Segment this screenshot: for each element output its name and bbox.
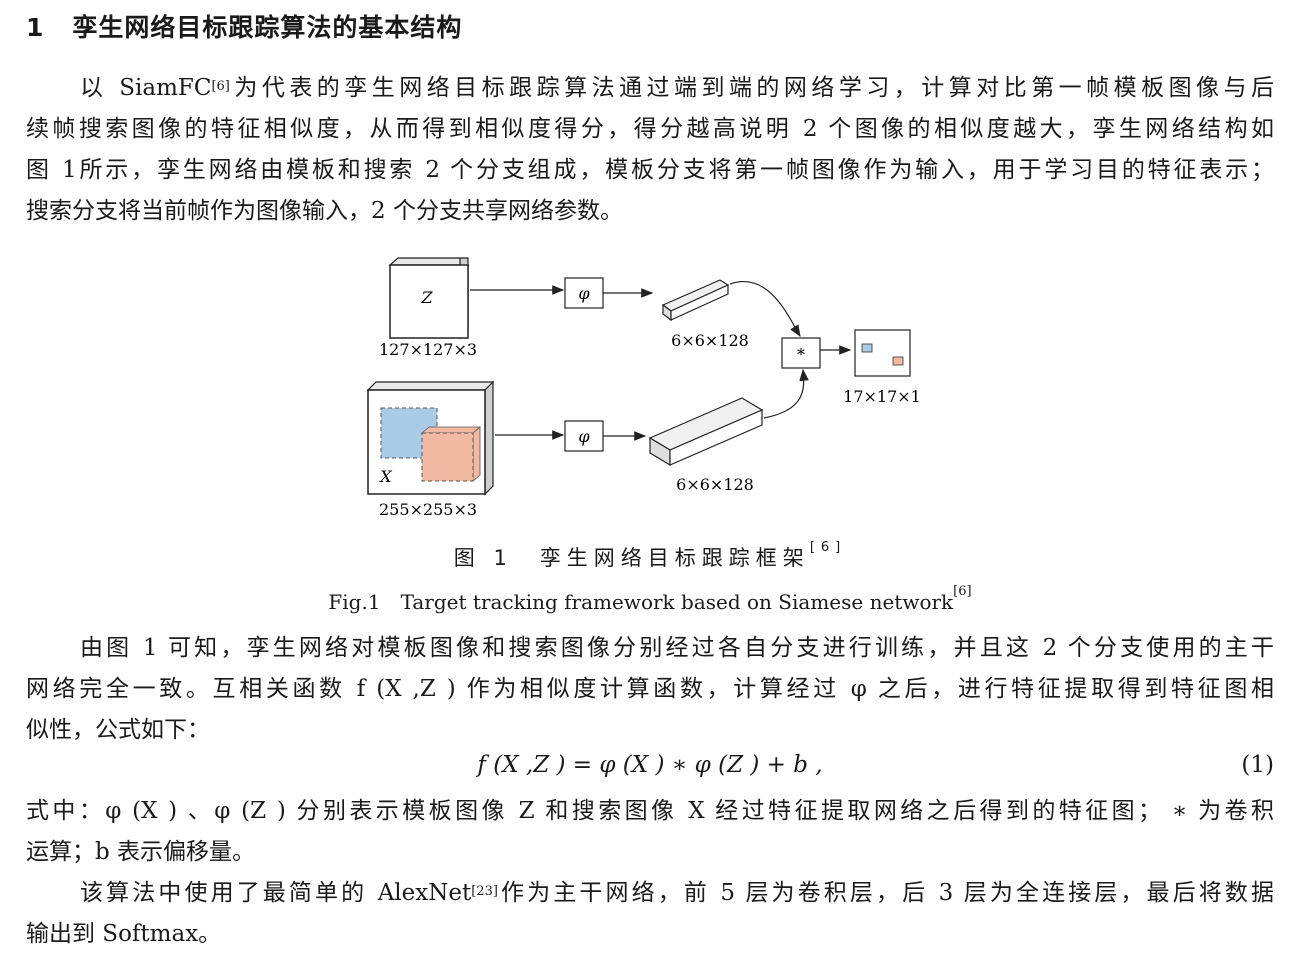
figure-caption-en: Fig.1 Target tracking framework based on… [0, 584, 1300, 615]
figure-caption-cn: 图 1 孪生网络目标跟踪框架[6] [0, 540, 1300, 572]
equation-1: f (X ,Z ) = φ (X ) ∗ φ (Z ) + b , [477, 752, 823, 778]
template-feature-map [661, 279, 730, 322]
template-image-box: Z [388, 257, 470, 340]
phi-box-top [564, 277, 604, 309]
siamese-framework-figure: Z 127×127×3 φ 6×6×128 * 17×17×1 [360, 250, 940, 535]
paragraph-3-line-2: 运算；b 表示偏移量。 [26, 839, 256, 865]
paragraph-1-line-2: 续帧搜索图像的特征相似度，从而得到相似度得分，得分越高说明 2 个图像的相似度越… [26, 116, 1274, 142]
response-blue-cell [861, 343, 873, 353]
text: Fig.1 Target tracking framework based on… [328, 590, 954, 614]
response-map [854, 329, 911, 377]
section-title: 孪生网络目标跟踪算法的基本结构 [72, 13, 463, 42]
op-label: * [797, 345, 805, 364]
paragraph-2-line-2: 网络完全一致。互相关函数 f (X ,Z ) 作为相似度计算函数，计算经过 φ … [26, 676, 1274, 702]
paragraph-1-line-1: 以 SiamFC[6]为代表的孪生网络目标跟踪算法通过端到端的网络学习，计算对比… [26, 68, 1274, 109]
z-size-label: 127×127×3 [379, 340, 477, 359]
response-salmon-cell [892, 356, 904, 366]
arrow [729, 281, 801, 338]
section-heading: 1 孪生网络目标跟踪算法的基本结构 [26, 8, 462, 44]
paragraph-2-line-1: 由图 1 可知，孪生网络对模板图像和搜索图像分别经过各自分支进行训练，并且这 2… [80, 635, 1274, 661]
feat-bottom-size-label: 6×6×128 [676, 475, 754, 494]
text: 为代表的孪生网络目标跟踪算法通过端到端的网络学习，计算对比第一帧模板图像与后 [229, 75, 1274, 101]
cross-correlation-box [781, 337, 821, 369]
x-label: X [378, 467, 392, 486]
arrow [763, 368, 809, 419]
x-size-label: 255×255×3 [379, 500, 477, 519]
citation-link[interactable]: [23] [471, 884, 498, 899]
salmon-region [421, 432, 474, 482]
text: 作为主干网络，前 5 层为卷积层，后 3 层为全连接层，最后将数据 [497, 880, 1275, 906]
out-size-label: 17×17×1 [843, 387, 921, 406]
paragraph-4-line-1: 该算法中使用了最简单的 AlexNet[23]作为主干网络，前 5 层为卷积层，… [26, 873, 1274, 914]
framework-diagram: Z 127×127×3 φ 6×6×128 * 17×17×1 [366, 257, 921, 519]
paragraph-3-line-1: 式中：φ (X ) 、φ (Z ) 分别表示模板图像 Z 和搜索图像 X 经过特… [26, 798, 1274, 824]
phi-label-top: φ [578, 284, 590, 303]
citation-link[interactable]: [6] [211, 79, 230, 94]
equation-number: (1) [1241, 752, 1274, 778]
section-number: 1 [26, 13, 45, 42]
text: 该算法中使用了最简单的 AlexNet [80, 880, 472, 906]
paragraph-4-line-2: 输出到 Softmax。 [26, 921, 222, 947]
text: 图 1 孪生网络目标跟踪框架 [453, 546, 810, 570]
paragraph-1-line-3: 图 1所示，孪生网络由模板和搜索 2 个分支组成，模板分支将第一帧图像作为输入，… [26, 157, 1274, 183]
paragraph-1-line-4: 搜索分支将当前帧作为图像输入，2 个分支共享网络参数。 [26, 198, 623, 224]
citation-link[interactable]: [6] [953, 584, 972, 599]
citation-link[interactable]: [6] [809, 540, 847, 555]
z-label: Z [420, 288, 433, 307]
phi-box-bottom [564, 420, 604, 452]
paragraph-2-line-3: 似性，公式如下： [26, 717, 210, 743]
feat-top-size-label: 6×6×128 [671, 331, 749, 350]
text: 以 SiamFC [80, 75, 212, 101]
phi-label-bottom: φ [578, 427, 590, 446]
search-feature-map [648, 397, 764, 467]
search-image-box: X [366, 380, 495, 496]
